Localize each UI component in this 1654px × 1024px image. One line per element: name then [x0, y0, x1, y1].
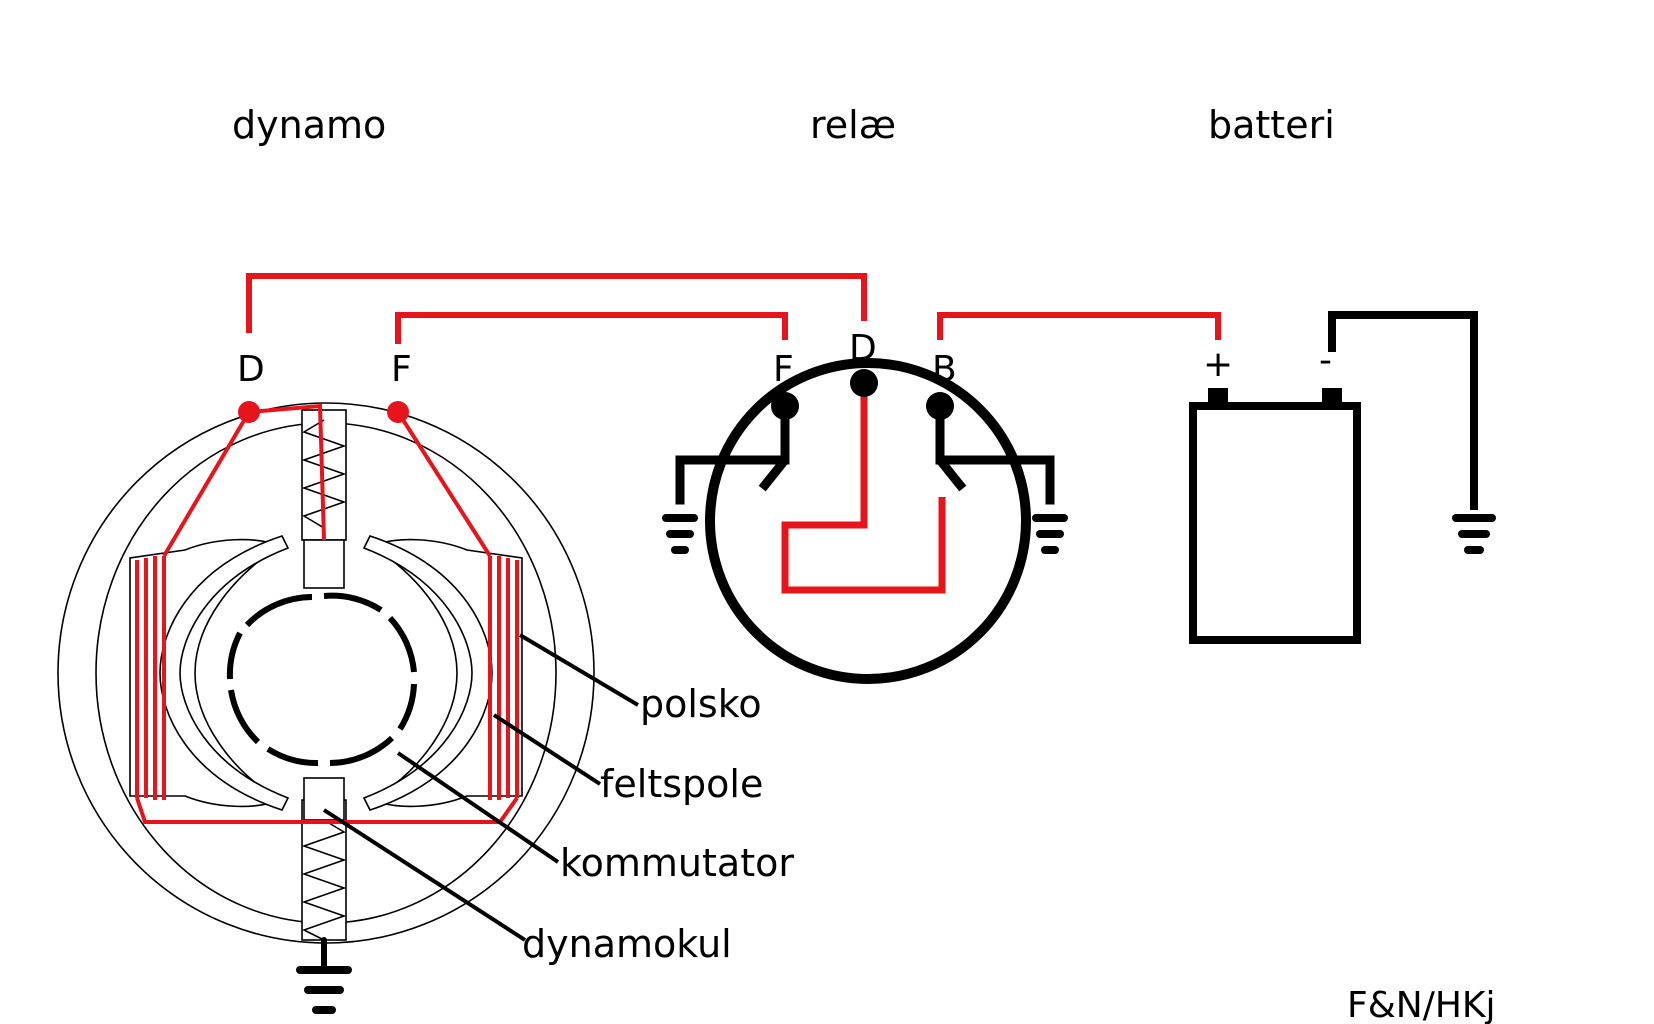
leader-field-coil [492, 713, 602, 786]
wire-relay-b-to-battery-plus [937, 312, 1221, 340]
battery-plus-label: + [1203, 344, 1233, 385]
relay-terminal-b [926, 392, 954, 420]
relay-header: relæ [810, 103, 896, 147]
dynamo-terminal-d-label: D [237, 349, 265, 390]
brush-bottom [303, 777, 345, 821]
relay [662, 358, 1068, 684]
pole-shoe-left [159, 535, 290, 811]
battery-plus-post [1208, 388, 1228, 406]
positive-wires [246, 273, 1221, 344]
pole-shoe-label: polsko [640, 682, 762, 726]
relay-terminal-f [771, 392, 799, 420]
battery-minus-post [1322, 388, 1342, 406]
relay-d-conductor [781, 383, 946, 594]
field-coil-label: feltspole [600, 762, 763, 806]
leader-pole-shoe [518, 633, 640, 707]
commutator [226, 592, 417, 767]
leader-commutator [396, 751, 560, 864]
spring-bottom [301, 819, 347, 941]
battery-header: batteri [1208, 103, 1335, 147]
wire-dynamo-f-to-relay-f [395, 312, 788, 344]
brush-lead [248, 403, 326, 541]
relay-ground-left-icon [662, 514, 698, 554]
dynamo-terminal-d [238, 401, 260, 423]
pole-piece-left [129, 538, 282, 808]
brush-label: dynamokul [522, 922, 732, 966]
leader-brush [322, 808, 527, 942]
pole-piece-right [370, 538, 523, 808]
field-coils [135, 410, 519, 824]
relay-terminal-d [850, 369, 878, 397]
credit-label: F&N/HKj [1347, 985, 1496, 1024]
commutator-label: kommutator [560, 841, 794, 885]
brush-top [303, 539, 345, 589]
wire-battery-minus-to-ground [1328, 311, 1478, 510]
dynamo [57, 401, 595, 1014]
battery-case [1189, 402, 1361, 644]
wire-dynamo-d-to-relay-d [246, 273, 867, 333]
dynamo-header: dynamo [232, 103, 386, 147]
dynamo-ground-icon [296, 937, 352, 1014]
battery [1189, 311, 1496, 644]
relay-housing [705, 358, 1031, 684]
relay-ground-right-icon [1032, 514, 1068, 554]
relay-contacts [675, 399, 1055, 505]
dynamo-terminal-f [387, 401, 409, 423]
battery-ground-icon [1452, 514, 1496, 554]
dynamo-terminal-f-label: F [391, 349, 412, 390]
pole-shoe-right [362, 535, 493, 811]
callout-lines [322, 633, 640, 942]
